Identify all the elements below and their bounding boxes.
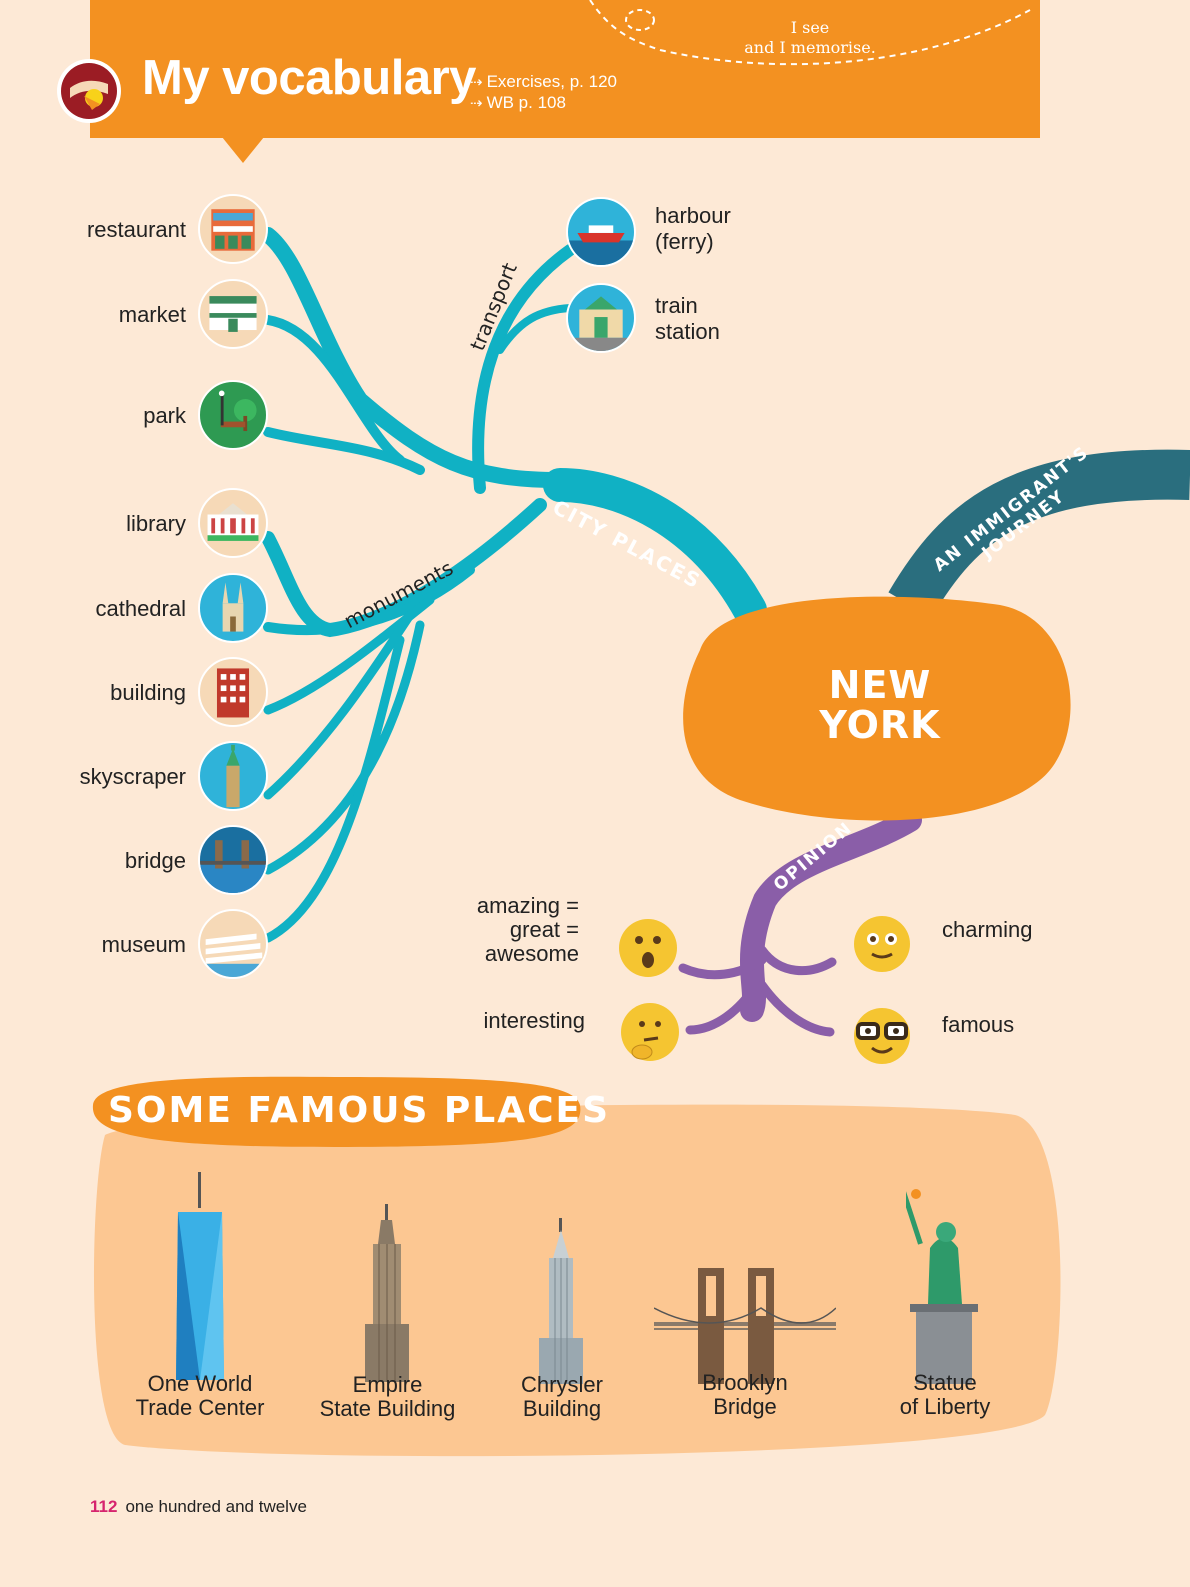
word-interesting: interesting (483, 1008, 585, 1033)
word-building: building (110, 680, 186, 705)
cool-glasses-face-icon (854, 1008, 910, 1064)
header-banner (90, 0, 1040, 138)
header-pointer (222, 137, 264, 163)
brooklyn-bridge-icon (654, 1268, 836, 1384)
building-icon (198, 657, 268, 727)
exercise-reference[interactable]: ⇢Exercises, p. 120 (470, 72, 617, 91)
arrow-right-icon: ⇢ (470, 74, 483, 91)
page-number: 112 (90, 1497, 118, 1516)
word-harbour-ferry: harbour(ferry) (655, 203, 731, 254)
train-station-icon (566, 283, 636, 353)
word-cathedral: cathedral (95, 596, 186, 621)
restaurant-icon (198, 194, 268, 264)
charming-face-icon (854, 916, 910, 972)
word-amazing: amazing =great =awesome (476, 893, 579, 966)
thinking-face-icon (621, 1003, 679, 1061)
new-york-blob (683, 596, 1071, 821)
statue-of-liberty-icon (906, 1189, 978, 1384)
library-icon (198, 488, 268, 558)
museum-icon (198, 909, 268, 979)
word-market: market (118, 302, 186, 327)
workbook-reference[interactable]: ⇢WB p. 108 (470, 93, 566, 112)
word-park: park (143, 403, 186, 428)
page-footer: 112 one hundred and twelve (90, 1497, 307, 1517)
page-title: My vocabulary (142, 51, 476, 105)
chrysler-building-icon (539, 1218, 583, 1384)
mindmap-branches (260, 227, 1190, 1037)
one-world-trade-center-icon (176, 1172, 224, 1380)
word-bridge: bridge (124, 848, 186, 873)
arrow-right-icon: ⇢ (470, 95, 483, 112)
skyscraper-icon (198, 741, 268, 811)
word-skyscraper: skyscraper (79, 764, 186, 789)
word-charming: charming (942, 917, 1033, 942)
word-famous: famous (942, 1012, 1015, 1037)
famous-places-title: SOME FAMOUS PLACES (108, 1090, 611, 1131)
famous-places-panel (92, 1076, 1061, 1457)
dashed-path-decoration (589, 0, 1031, 66)
vocabulary-logo-icon (57, 59, 121, 123)
word-museum: museum (101, 932, 186, 957)
word-restaurant: restaurant (86, 217, 186, 242)
page-number-words: one hundred and twelve (125, 1497, 307, 1516)
word-library: library (126, 511, 186, 536)
harbour-ferry-icon (566, 197, 636, 267)
market-icon (198, 279, 268, 349)
bridge-icon (198, 825, 268, 895)
cathedral-icon (198, 573, 268, 643)
empire-state-building-icon (365, 1204, 409, 1382)
park-icon (198, 380, 268, 450)
amazed-face-icon (619, 919, 677, 977)
